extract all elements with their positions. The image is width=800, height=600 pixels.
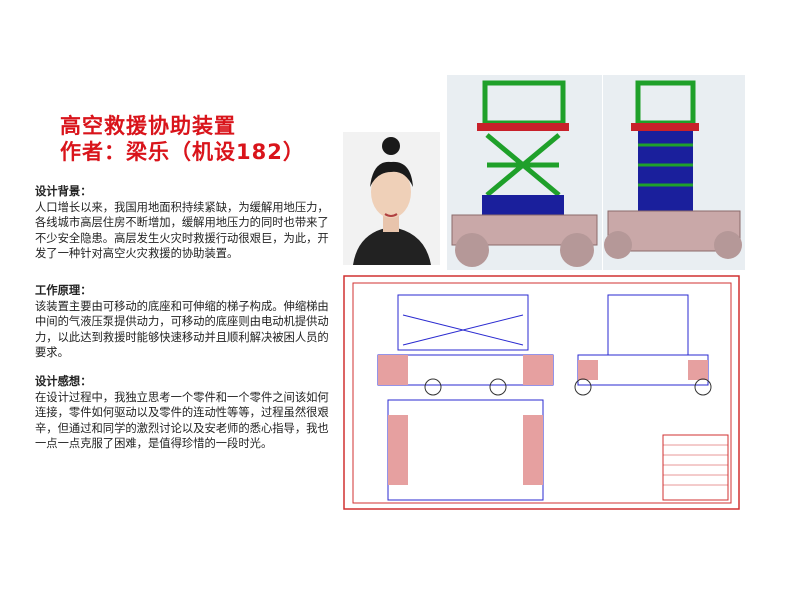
section-heading: 设计背景： (35, 184, 92, 198)
section-heading: 工作原理： (35, 283, 92, 297)
section-body: 在设计过程中，我独立思考一个零件和一个零件之间该如何连接，零件如何驱动以及零件的… (35, 390, 329, 451)
engineering-drawing (343, 275, 740, 510)
section-background: 设计背景： 人口增长以来，我国用地面积持续紧缺，为缓解用地压力，各线城市高层住房… (35, 184, 335, 262)
section-body: 该装置主要由可移动的底座和可伸缩的梯子构成。伸缩梯由中间的气液压泵提供动力，可移… (35, 299, 329, 360)
render-scissor-lift-front (603, 75, 745, 270)
section-heading: 设计感想： (35, 374, 92, 388)
section-body: 人口增长以来，我国用地面积持续紧缺，为缓解用地压力，各线城市高层住房不断增加，缓… (35, 200, 329, 261)
author-line: 作者：梁乐（机设182） (60, 140, 305, 164)
render-scissor-lift-side (447, 75, 602, 270)
section-principle: 工作原理： 该装置主要由可移动的底座和可伸缩的梯子构成。伸缩梯由中间的气液压泵提… (35, 283, 335, 361)
author-photo (343, 132, 440, 265)
poster-title: 高空救援协助装置 (60, 114, 236, 138)
section-reflection: 设计感想： 在设计过程中，我独立思考一个零件和一个零件之间该如何连接，零件如何驱… (35, 374, 335, 452)
